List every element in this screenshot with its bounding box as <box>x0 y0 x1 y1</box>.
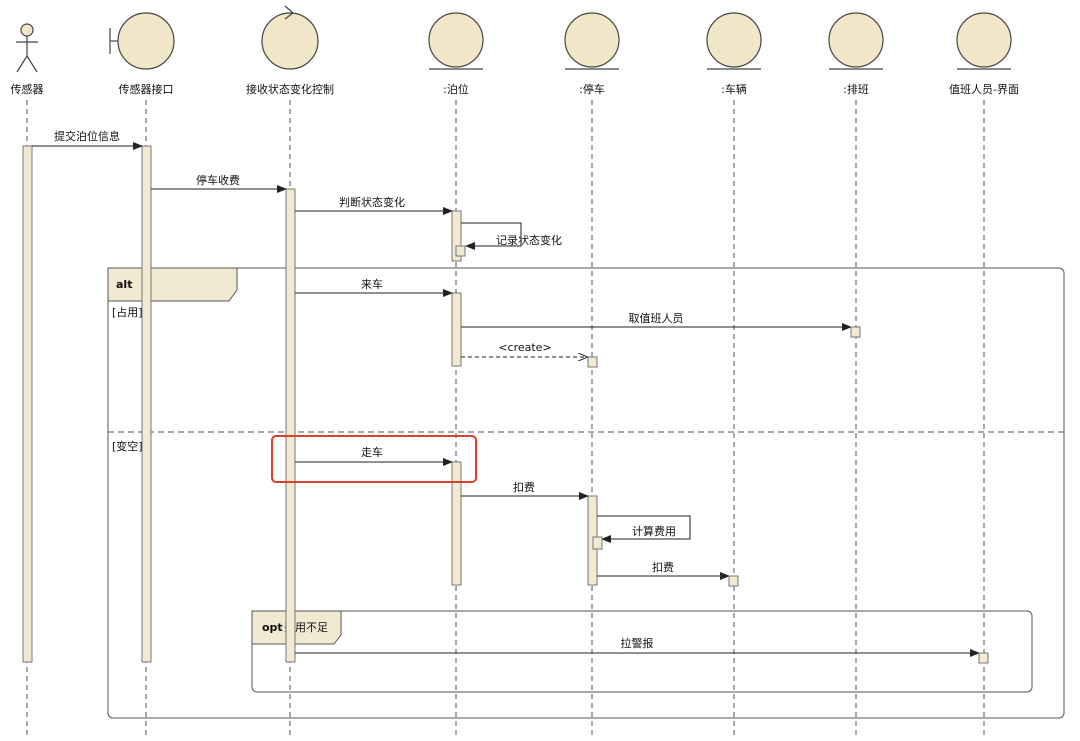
alt-guard-occupied: [占用] <box>112 305 143 319</box>
receiver-activation-vehicle <box>728 575 739 587</box>
participant-name-berth: :泊位 <box>443 82 469 96</box>
alt-guard-vacant: [变空] <box>112 439 143 453</box>
message-label: 停车收费 <box>196 173 240 187</box>
message-arrow <box>597 515 691 543</box>
lifelines <box>26 100 985 738</box>
alt-fragment-frame <box>107 267 1065 719</box>
message-label: 提交泊位信息 <box>54 129 120 143</box>
activation-bar-state-control <box>285 188 296 663</box>
activation-bar-berth-2 <box>451 292 462 367</box>
message-label: 扣费 <box>652 560 674 574</box>
entity-icon <box>956 12 1012 70</box>
entity-icon <box>828 12 884 70</box>
participant-name-state-control: 接收状态变化控制 <box>246 82 334 96</box>
entity-icon <box>564 12 620 70</box>
message-label: <create> <box>498 341 551 354</box>
message-label: 计算费用 <box>632 524 676 538</box>
opt-fragment-label-box <box>251 610 342 645</box>
activation-bars <box>22 145 598 663</box>
participant-name-sensor: 传感器 <box>11 83 44 96</box>
self-call-activation <box>455 245 466 257</box>
activation-bar-berth-3 <box>451 461 462 586</box>
entity-icon <box>706 12 762 70</box>
participant-name-sensor-interface: 传感器接口 <box>119 83 174 96</box>
receiver-activation-shift <box>850 326 861 338</box>
message-label: 拉警报 <box>621 636 654 650</box>
opt-fragment: opt 费用不足 <box>251 610 1033 693</box>
participant-name-staff-ui: 值班人员-界面 <box>949 83 1019 96</box>
opt-fragment-frame <box>251 610 1033 693</box>
opt-keyword: opt <box>262 621 283 634</box>
control-icon <box>261 5 319 70</box>
entity-icon <box>428 12 484 70</box>
boundary-icon <box>109 12 175 70</box>
participant-name-parking: :停车 <box>579 82 605 96</box>
alt-keyword: alt <box>116 278 132 291</box>
message-label: 走车 <box>361 445 383 459</box>
activation-bar-sensor <box>22 145 33 663</box>
messages: 提交泊位信息 停车收费 判断状态变化 记录状态变化 来车 取值班人员 <crea… <box>32 129 989 664</box>
participants: 传感器 传感器接口 接收状态变化控制 :泊位 :停车 :车辆 <box>11 5 1019 96</box>
alt-fragment-label-box <box>107 267 238 302</box>
message-label: 判断状态变化 <box>339 195 405 209</box>
message-label: 记录状态变化 <box>496 233 562 247</box>
actor-stick-figure-icon <box>16 23 38 73</box>
message-label: 取值班人员 <box>629 312 684 325</box>
created-object-activation-parking <box>587 356 598 368</box>
receiver-activation-staff-ui <box>978 652 989 664</box>
message-arrow <box>461 222 522 250</box>
alt-fragment: alt [占用] [变空] <box>107 267 1065 719</box>
activation-bar-berth-1 <box>451 210 462 262</box>
highlight-box <box>271 435 477 483</box>
message-label: 扣费 <box>513 480 535 494</box>
activation-bar-sensor-interface <box>141 145 152 663</box>
participant-name-vehicle: :车辆 <box>721 82 747 96</box>
message-label: 来车 <box>361 277 383 291</box>
participant-name-shift: :排班 <box>843 82 869 96</box>
self-call-activation <box>592 536 603 550</box>
